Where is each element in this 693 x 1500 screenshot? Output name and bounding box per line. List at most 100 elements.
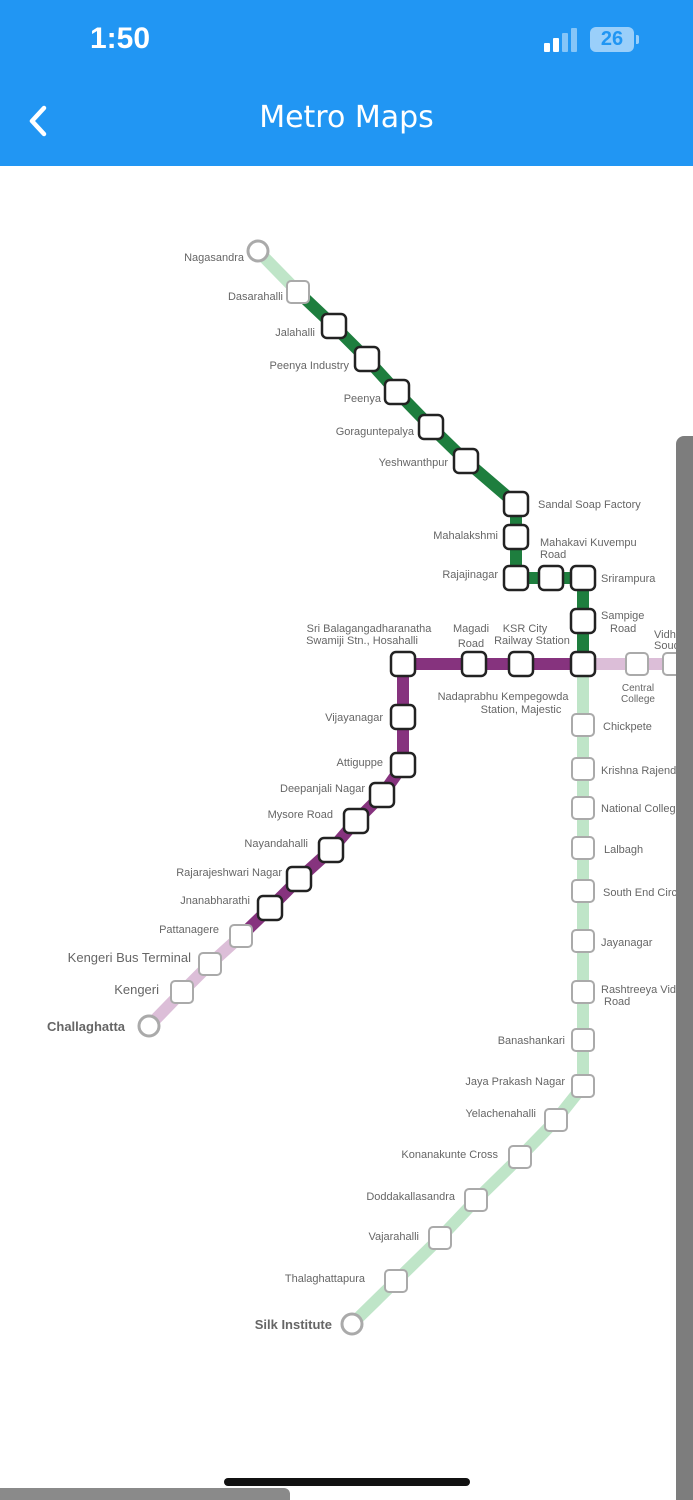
label-rajajinagar: Rajajinagar [442,569,498,581]
signal-icon [544,28,580,52]
label-sandal-soap-factory: Sandal Soap Factory [538,499,641,511]
station-sandal-soap-factory[interactable] [502,490,530,518]
label-goraguntepalya: Goraguntepalya [336,426,415,438]
terminal-challaghatta[interactable] [137,1014,161,1038]
station-magadi-road[interactable] [460,650,488,678]
station-srirampura[interactable] [569,564,597,592]
label-magadi-road: Road [458,638,484,650]
metro-map[interactable]: Nagasandra Dasarahalli Jalahalli Peenya … [0,166,693,1500]
terminal-silk-institute[interactable] [340,1312,364,1336]
label-kengeri-bus-terminal: Kengeri Bus Terminal [68,950,191,965]
label-swamiji-stn: Swamiji Stn., Hosahalli [306,635,418,647]
station-hosahalli[interactable] [389,650,417,678]
label-ksr-city: KSR City [503,623,548,635]
label-chickpete: Chickpete [603,721,652,733]
green-stations-light [286,280,595,1293]
label-vajarahalli: Vajarahalli [368,1231,419,1243]
station-rashtreeya-vidyalaya-road[interactable] [571,980,595,1004]
station-jayanagar[interactable] [571,929,595,953]
station-rajajinagar[interactable] [502,564,530,592]
station-deepanjali-nagar[interactable] [368,781,396,809]
station-yelachenahalli[interactable] [544,1108,568,1132]
station-chickpete[interactable] [571,713,595,737]
home-indicator[interactable] [224,1478,470,1486]
label-magadi: Magadi [453,623,489,635]
battery-icon: 26 [590,27,634,52]
station-pattanagere[interactable] [229,924,253,948]
station-yeshwanthpur[interactable] [452,447,480,475]
station-attiguppe[interactable] [389,751,417,779]
vertical-scrollbar[interactable] [676,436,693,1500]
station-vajarahalli[interactable] [428,1226,452,1250]
label-national-college: National College [601,803,682,815]
label-nayandahalli: Nayandahalli [244,838,308,850]
station-konanakunte-cross[interactable] [508,1145,532,1169]
station-south-end-circle[interactable] [571,879,595,903]
label-college: College [621,694,655,705]
label-central: Central [622,683,654,694]
station-banashankari[interactable] [571,1028,595,1052]
label-yeshwanthpur: Yeshwanthpur [379,457,449,469]
station-mahalakshmi[interactable] [502,523,530,551]
station-rajarajeshwari-nagar[interactable] [285,865,313,893]
station-jalahalli[interactable] [320,312,348,340]
label-jaya-prakash-nagar: Jaya Prakash Nagar [465,1076,565,1088]
app-header: 1:50 26 Metro Maps [0,0,693,166]
label-konanakunte-cross: Konanakunte Cross [401,1149,498,1161]
station-kengeri[interactable] [170,980,194,1004]
purple-stations-dark [256,650,597,922]
label-mahalakshmi: Mahalakshmi [433,530,498,542]
label-rajarajeshwari-nagar: Rajarajeshwari Nagar [176,867,282,879]
page-title: Metro Maps [259,100,434,135]
station-thalaghattapura[interactable] [384,1269,408,1293]
station-majestic[interactable] [569,650,597,678]
label-south-end-circle: South End Circle [603,887,686,899]
label-doddakallasandra: Doddakallasandra [366,1191,456,1203]
station-goraguntepalya[interactable] [417,413,445,441]
terminal-nagasandra[interactable] [246,239,270,263]
label-thalaghattapura: Thalaghattapura [285,1273,366,1285]
purple-line-light-west [144,931,246,1031]
label-peenya-industry: Peenya Industry [270,360,350,372]
station-lalbagh[interactable] [571,836,595,860]
station-central-college[interactable] [625,652,649,676]
station-jnanabharathi[interactable] [256,894,284,922]
label-srirampura: Srirampura [601,573,656,585]
label-jalahalli: Jalahalli [275,327,315,339]
label-jayanagar: Jayanagar [601,937,653,949]
label-station-majestic: Station, Majestic [481,704,562,716]
chevron-left-icon [29,105,47,137]
station-mahakavi-kuvempu-road[interactable] [537,564,565,592]
green-line-light-south [347,664,589,1329]
label-nadaprabhu-kempegowda: Nadaprabhu Kempegowda [438,691,570,703]
station-national-college[interactable] [571,796,595,820]
label-rashtreeya-vidya: Rashtreeya Vidya [601,984,689,996]
label-rashtreeya-road: Road [604,996,630,1008]
label-attiguppe: Attiguppe [337,757,383,769]
label-banashankari: Banashankari [498,1035,565,1047]
label-yelachenahalli: Yelachenahalli [465,1108,536,1120]
label-kengeri: Kengeri [114,982,159,997]
station-ksr-city-railway-station[interactable] [507,650,535,678]
purple-line-labels: Sri Balagangadharanatha Swamiji Stn., Ho… [47,623,693,1034]
label-silk-institute: Silk Institute [255,1317,332,1332]
station-krishna-rajendra-market[interactable] [571,757,595,781]
station-dasarahalli[interactable] [286,280,310,304]
purple-stations-light [170,652,686,1004]
station-nayandahalli[interactable] [317,836,345,864]
station-kengeri-bus-terminal[interactable] [198,952,222,976]
station-vijayanagar[interactable] [389,703,417,731]
label-mahakavi-road: Road [540,549,566,561]
label-sampige: Sampige [601,610,644,622]
station-jaya-prakash-nagar[interactable] [571,1074,595,1098]
station-peenya-industry[interactable] [353,345,381,373]
label-mysore-road: Mysore Road [268,809,333,821]
station-doddakallasandra[interactable] [464,1188,488,1212]
back-button[interactable] [14,96,64,146]
station-peenya[interactable] [383,378,411,406]
label-krishna-rajendra-market: Krishna Rajendra M [601,765,693,777]
station-sampige-road[interactable] [569,607,597,635]
station-mysore-road[interactable] [342,807,370,835]
horizontal-scrollbar[interactable] [0,1488,290,1500]
label-peenya: Peenya [344,393,382,405]
